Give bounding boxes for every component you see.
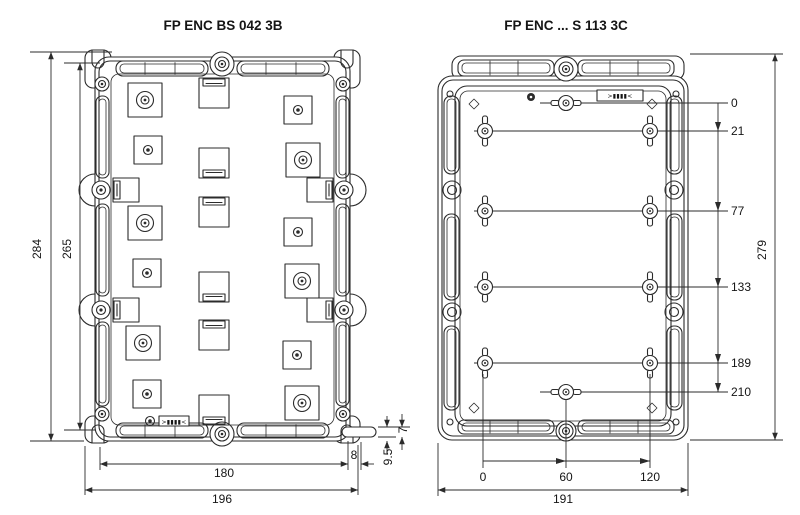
dim-label-row-21: 21 bbox=[731, 124, 745, 138]
dim-label-mounting-height: 265 bbox=[60, 239, 74, 259]
screw-icon bbox=[91, 180, 111, 200]
foot-tab bbox=[341, 426, 377, 438]
material-marking-text: >▮▮▮▮< bbox=[607, 93, 632, 100]
left-dimension-annotations: 284 265 180 196 8 9.5 7 bbox=[30, 51, 410, 506]
material-marking-badge bbox=[596, 89, 644, 102]
screw-icon bbox=[214, 56, 230, 72]
left-drawing-title: FP ENC BS 042 3B bbox=[163, 18, 282, 33]
right-drawing-title: FP ENC ... S 113 3C bbox=[504, 18, 628, 33]
dim-label-foot-thickness: 7 bbox=[396, 426, 410, 433]
side-wall-slots bbox=[95, 95, 350, 407]
dim-label-col-0: 0 bbox=[480, 470, 487, 484]
dim-label-row-210: 210 bbox=[731, 385, 751, 399]
screw-icon bbox=[91, 300, 111, 320]
side-wall-slots bbox=[442, 95, 684, 411]
dim-label-col-120: 120 bbox=[640, 470, 660, 484]
dim-label-overall-height: 284 bbox=[30, 239, 44, 259]
dim-label-overall-height: 279 bbox=[755, 240, 769, 260]
dim-label-row-0: 0 bbox=[731, 96, 738, 110]
screw-icon bbox=[94, 406, 110, 422]
screw-icon bbox=[335, 76, 351, 92]
right-dimension-annotations: 0 21 77 133 189 210 279 0 60 120 191 bbox=[437, 53, 783, 506]
dim-label-row-189: 189 bbox=[731, 356, 751, 370]
top-wall-slots bbox=[115, 60, 330, 77]
screw-icon bbox=[334, 300, 354, 320]
dim-label-foot-offset: 8 bbox=[351, 448, 358, 462]
screw-icon bbox=[334, 180, 354, 200]
dim-label-mounting-width: 180 bbox=[214, 466, 234, 480]
screw-icon bbox=[214, 426, 230, 442]
dim-label-foot-depth: 9.5 bbox=[381, 448, 395, 465]
bottom-wall-slots bbox=[457, 419, 675, 435]
screw-icon bbox=[335, 406, 351, 422]
right-enclosure-drawing: >▮▮▮▮< bbox=[437, 55, 728, 442]
dim-label-overall-width: 191 bbox=[553, 492, 573, 506]
dim-label-row-133: 133 bbox=[731, 280, 751, 294]
dim-label-col-60: 60 bbox=[559, 470, 573, 484]
screw-icon bbox=[94, 76, 110, 92]
screw-icon bbox=[558, 61, 574, 77]
material-marking-badge bbox=[158, 415, 190, 427]
dim-label-row-77: 77 bbox=[731, 204, 745, 218]
dim-label-overall-width: 196 bbox=[212, 492, 232, 506]
left-enclosure-drawing: >▮▮▮▮< bbox=[78, 49, 377, 447]
material-marking-text: >▮▮▮▮< bbox=[161, 419, 186, 426]
